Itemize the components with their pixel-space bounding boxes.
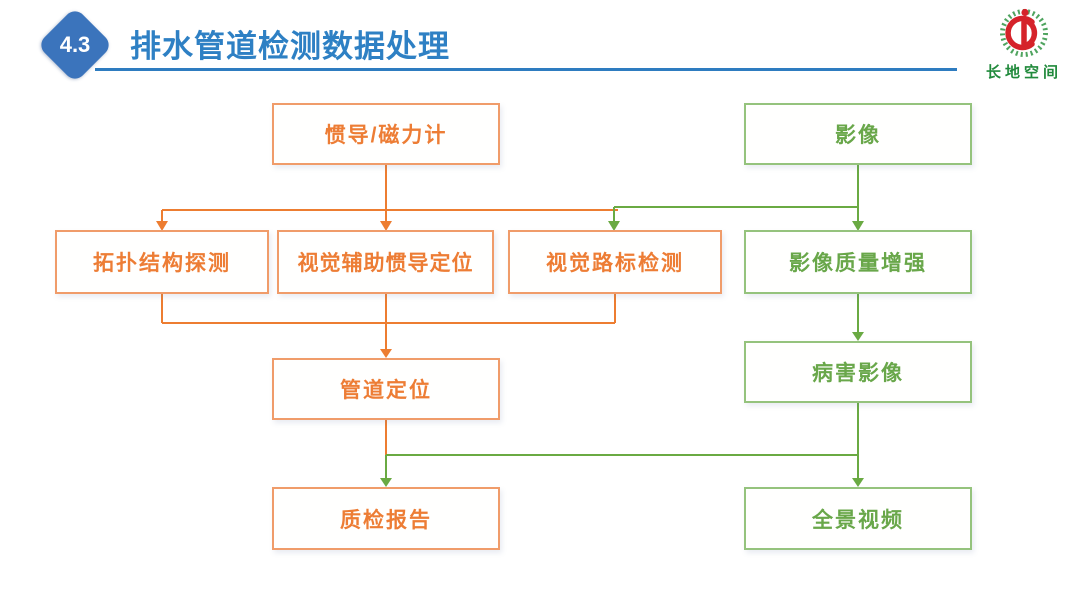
page-title: 排水管道检测数据处理 xyxy=(130,28,450,64)
node-imu-magnetometer: 惯导/磁力计 xyxy=(272,103,500,165)
title-underline xyxy=(95,68,957,71)
node-defect-imagery: 病害影像 xyxy=(744,341,972,403)
node-visual-aided-ins: 视觉辅助惯导定位 xyxy=(277,230,494,294)
section-number: 4.3 xyxy=(59,32,91,57)
section-number-badge: 4.3 xyxy=(36,6,114,84)
node-image-enhancement: 影像质量增强 xyxy=(744,230,972,294)
company-name: 长地空间 xyxy=(985,65,1062,81)
node-visual-landmark: 视觉路标检测 xyxy=(508,230,722,294)
node-pipe-positioning: 管道定位 xyxy=(272,358,500,420)
node-topology-detection: 拓扑结构探测 xyxy=(55,230,269,294)
node-qc-report: 质检报告 xyxy=(272,487,500,550)
node-imagery: 影像 xyxy=(744,103,972,165)
node-panoramic-video: 全景视频 xyxy=(744,487,972,550)
company-logo: 长地空间 xyxy=(972,6,1076,82)
company-logo-icon xyxy=(1000,8,1048,57)
